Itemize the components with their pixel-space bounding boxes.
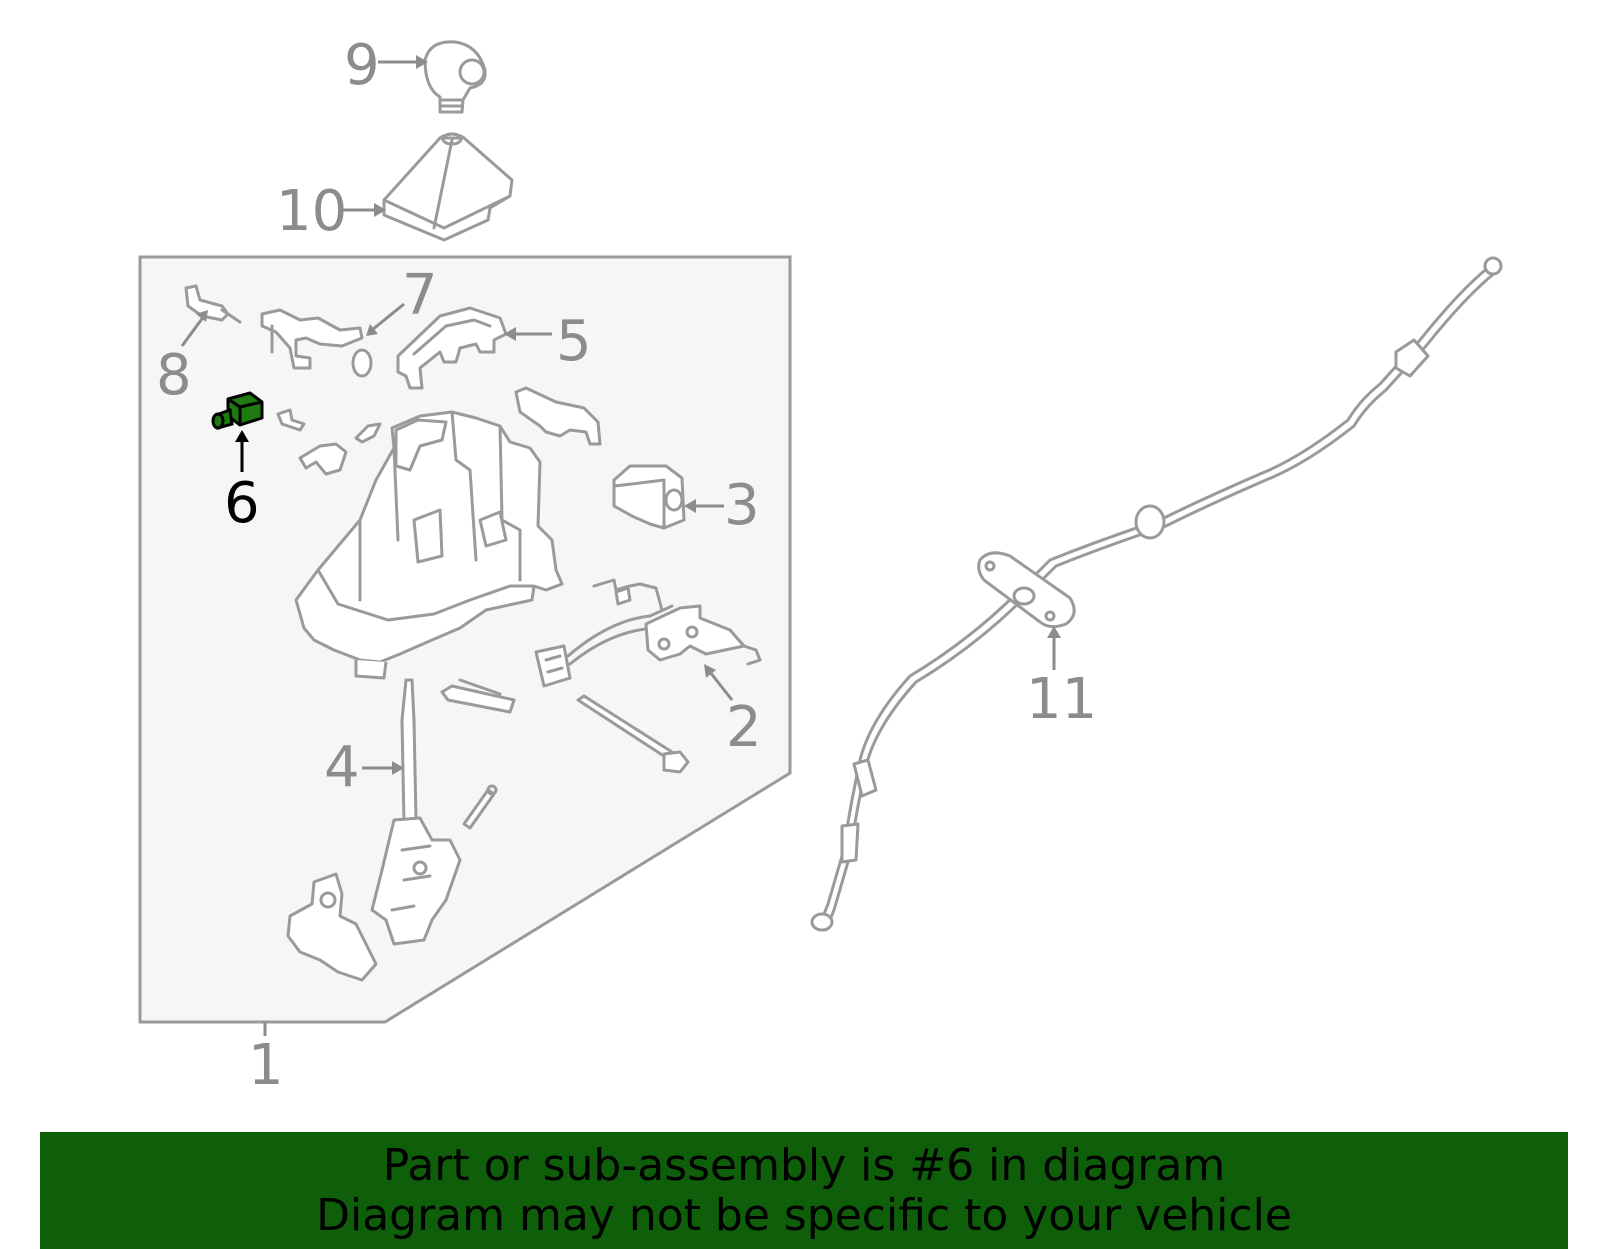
banner-line-2: Diagram may not be specific to your vehi… [316,1189,1292,1241]
part-3-cover[interactable] [612,464,686,530]
callout-10: 10 [276,179,347,244]
callout-9: 9 [344,33,380,98]
callout-7: 7 [402,263,438,328]
callout-6: 6 [224,471,260,536]
part-7-clip[interactable] [260,308,373,378]
slider-strip [440,678,516,714]
small-fasteners [276,408,382,476]
detent-bracket [286,872,378,982]
callout-8: 8 [156,343,192,408]
part-8-pin[interactable] [184,284,242,324]
info-banner: Part or sub-assembly is #6 in diagram Di… [40,1132,1568,1249]
small-pin [462,784,498,830]
callout-4: 4 [324,735,360,800]
part-4-shift-lever[interactable] [370,678,462,946]
shifter-housing[interactable] [294,410,564,680]
part-11-shift-cable[interactable] [810,256,1503,932]
part-9-shift-knob[interactable] [423,40,487,114]
assembly-box [138,255,792,1024]
part-6-highlighted[interactable] [211,391,264,430]
upper-bracket [514,386,602,446]
callout-3: 3 [724,473,760,538]
banner-line-1: Part or sub-assembly is #6 in diagram [382,1139,1226,1191]
callout-11: 11 [1026,667,1097,732]
part-10-shift-boot[interactable] [382,132,514,242]
bolt [576,694,690,774]
leader-lines [180,55,1061,1036]
part-2-harness[interactable] [534,578,762,688]
callout-2: 2 [726,695,762,760]
callout-1: 1 [248,1033,284,1098]
part-5-gate-plate[interactable] [396,306,508,390]
callout-5: 5 [556,309,592,374]
